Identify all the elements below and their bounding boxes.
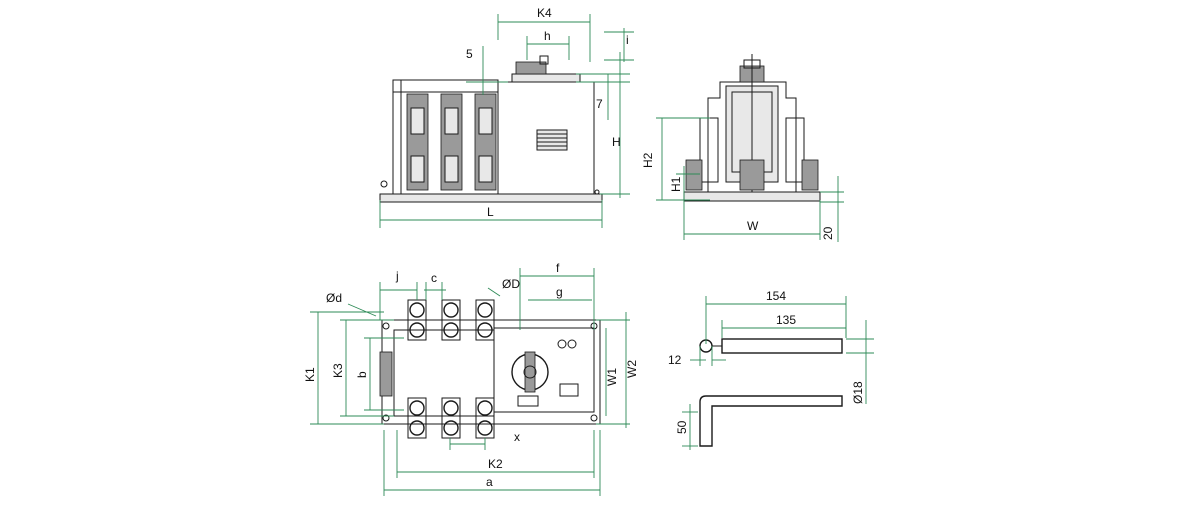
dim-50: 50 bbox=[675, 420, 689, 434]
dim-K1: K1 bbox=[303, 367, 317, 382]
dim-H1: H1 bbox=[669, 176, 683, 192]
handle-view: 154 135 12 Ø18 50 bbox=[668, 289, 874, 450]
dim-c: c bbox=[431, 271, 437, 285]
dim-x: x bbox=[514, 430, 520, 444]
front-vent-grille bbox=[536, 129, 568, 151]
front-handle-base bbox=[511, 73, 581, 83]
dim-H2: H2 bbox=[641, 152, 655, 168]
top-base-plate bbox=[381, 319, 601, 425]
dim-b: b bbox=[355, 371, 369, 378]
dim-H: H bbox=[612, 135, 621, 149]
dim-Od: Ød bbox=[326, 291, 342, 305]
handle-rod-top bbox=[721, 338, 843, 354]
dim-12: 12 bbox=[668, 353, 682, 367]
dim-h: h bbox=[544, 29, 551, 43]
front-base-plate bbox=[379, 193, 603, 203]
dim-L: L bbox=[487, 205, 494, 219]
top-view: j c ØD f g Ød K1 K3 b W1 W2 x K2 a bbox=[303, 261, 639, 496]
front-handle bbox=[515, 61, 547, 75]
dim-g: g bbox=[556, 285, 563, 299]
dim-K2: K2 bbox=[488, 457, 503, 471]
dim-K3: K3 bbox=[331, 363, 345, 378]
dim-j: j bbox=[395, 269, 399, 283]
dim-W1: W1 bbox=[605, 368, 619, 386]
side-terminal-right bbox=[801, 159, 819, 191]
dim-154: 154 bbox=[766, 289, 786, 303]
side-view: i H2 H1 W 20 bbox=[604, 28, 844, 242]
side-terminal-left bbox=[685, 159, 703, 191]
dim-7: 7 bbox=[596, 97, 603, 111]
dim-f: f bbox=[556, 261, 560, 275]
dim-W: W bbox=[747, 219, 759, 233]
top-mechanism bbox=[493, 327, 595, 413]
dim-20: 20 bbox=[821, 226, 835, 240]
front-view: K4 h 5 7 H L bbox=[379, 6, 630, 228]
dim-5: 5 bbox=[466, 47, 473, 61]
dim-O18: Ø18 bbox=[851, 381, 865, 404]
dim-W2: W2 bbox=[625, 360, 639, 378]
dim-OD: ØD bbox=[502, 277, 520, 291]
handle-rod-bent bbox=[699, 395, 843, 447]
dim-a: a bbox=[486, 475, 493, 489]
dim-K4: K4 bbox=[537, 6, 552, 20]
dim-i: i bbox=[626, 33, 629, 47]
dim-135: 135 bbox=[776, 313, 796, 327]
